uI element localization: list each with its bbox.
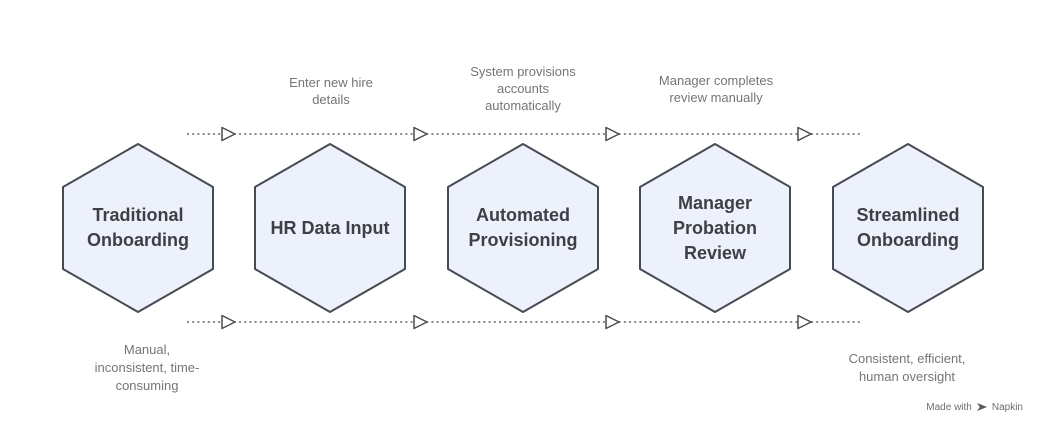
hexagon-shape — [639, 143, 791, 313]
step-title-text: Automated Provisioning — [468, 205, 578, 250]
annotation-enter-new-hire-details: Enter new hire details — [289, 75, 373, 107]
step-node-streamlined-onboarding: Streamlined Onboarding — [831, 142, 985, 314]
step-title-text: HR Data Input — [270, 217, 390, 238]
hexagon-shape — [62, 143, 214, 313]
annotation-manager-completes-review: Manager completes review manually — [658, 73, 774, 105]
annotation-consistent-efficient: Consistent, efficient, human oversight — [848, 351, 966, 384]
step-title: HR Data Input — [253, 142, 407, 314]
arrowhead-icon — [797, 126, 812, 142]
step-title-text: Manager Probation Review — [673, 192, 757, 263]
annotation-system-provisions-accounts: System provisions accounts automatically — [470, 64, 576, 113]
arrowhead-icon — [605, 314, 620, 330]
step-title: Automated Provisioning — [446, 142, 600, 314]
step-title: Streamlined Onboarding — [831, 142, 985, 314]
made-with-napkin-watermark: Made with Napkin — [926, 401, 1023, 413]
made-with-text: Made with — [926, 401, 972, 413]
annotation-manual-inconsistent: Manual, inconsistent, time-consuming — [94, 342, 200, 393]
arrowhead-icon — [797, 314, 812, 330]
step-node-hr-data-input: HR Data Input — [253, 142, 407, 314]
step-title: Traditional Onboarding — [61, 142, 215, 314]
step-title-text: Traditional Onboarding — [87, 205, 189, 250]
napkin-brand-text: Napkin — [991, 401, 1023, 413]
hexagon-shape — [254, 143, 406, 313]
arrowhead-icon — [413, 126, 428, 142]
step-node-manager-probation-review: Manager Probation Review — [638, 142, 792, 314]
napkin-logo-icon — [976, 403, 987, 411]
step-title: Manager Probation Review — [638, 142, 792, 314]
arrowhead-icon — [221, 126, 236, 142]
step-title-text: Streamlined Onboarding — [856, 205, 960, 250]
hexagon-shape — [832, 143, 984, 313]
arrowhead-icon — [605, 126, 620, 142]
arrowhead-icon — [413, 314, 428, 330]
arrowhead-icon — [221, 314, 236, 330]
step-node-traditional-onboarding: Traditional Onboarding — [61, 142, 215, 314]
hexagon-shape — [447, 143, 599, 313]
step-node-automated-provisioning: Automated Provisioning — [446, 142, 600, 314]
